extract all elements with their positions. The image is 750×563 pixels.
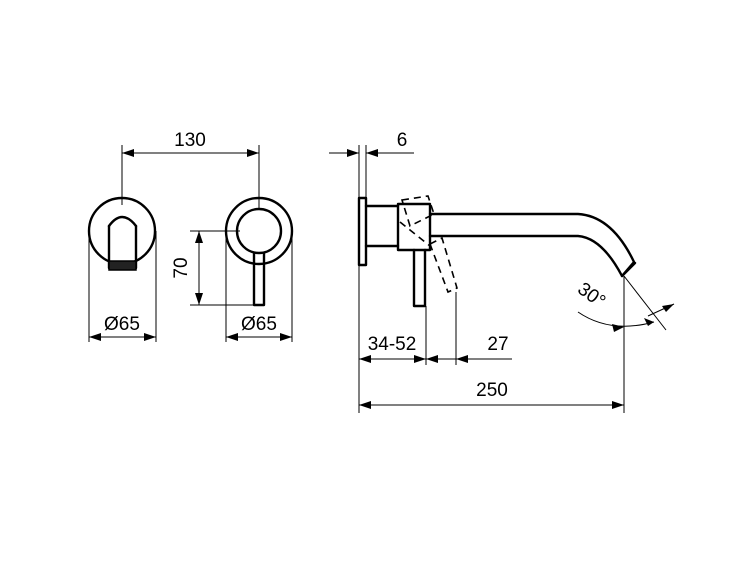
dim-label-30deg: 30° [573, 279, 609, 313]
dim-diameter-left: Ø65 [89, 314, 156, 341]
front-view-spout [87, 145, 157, 342]
dim-lever-offset: 27 [426, 334, 512, 363]
mixer-cartridge [235, 207, 283, 255]
lever-rotated-dashed [428, 236, 458, 294]
dim-height: 70 [171, 231, 203, 305]
dim-label-70: 70 [171, 257, 192, 278]
wall-plate [357, 196, 368, 267]
dim-spout-length: 250 [359, 380, 624, 409]
dim-label-250: 250 [476, 380, 508, 401]
side-view [357, 145, 637, 413]
dim-diameter-right: Ø65 [226, 314, 292, 341]
spout-tube-side [428, 212, 636, 278]
spout-rosette [87, 196, 157, 266]
mixer-body [396, 202, 432, 252]
spout-aerator [108, 260, 137, 271]
front-view-mixer [190, 145, 294, 342]
dim-label-34-52: 34-52 [368, 334, 417, 355]
dim-plate-thickness: 6 [329, 130, 414, 157]
dim-label-6: 6 [397, 130, 408, 151]
dim-wall-depth: 34-52 [359, 334, 426, 363]
mixer-lever [252, 251, 266, 307]
dim-label-diameter-right: Ø65 [241, 314, 277, 335]
dim-label-27: 27 [487, 334, 508, 355]
dim-center-distance: 130 [122, 130, 259, 157]
lever-side [412, 248, 427, 308]
dim-label-130: 130 [174, 130, 206, 151]
dim-label-diameter-left: Ø65 [104, 314, 140, 335]
